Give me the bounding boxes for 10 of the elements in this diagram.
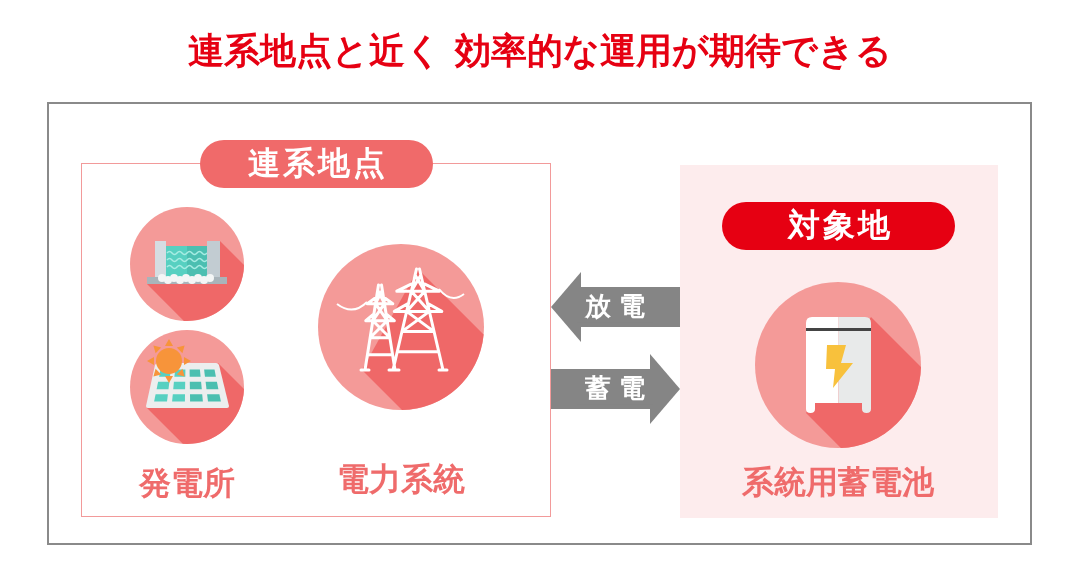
heading-pill: 連系地点 [199, 139, 433, 188]
block-arrow [551, 354, 680, 424]
area-box [680, 165, 998, 518]
title: 連系地点と近く 効率的な運用が期待できる [188, 30, 892, 72]
block-arrow [551, 272, 680, 342]
node-label: 系統用蓄電池 [742, 463, 934, 501]
frame-box [47, 102, 1032, 545]
heading-pill: 対象地 [722, 202, 955, 250]
node-label: 発電所 [138, 464, 235, 501]
node-label: 電力系統 [336, 460, 465, 497]
